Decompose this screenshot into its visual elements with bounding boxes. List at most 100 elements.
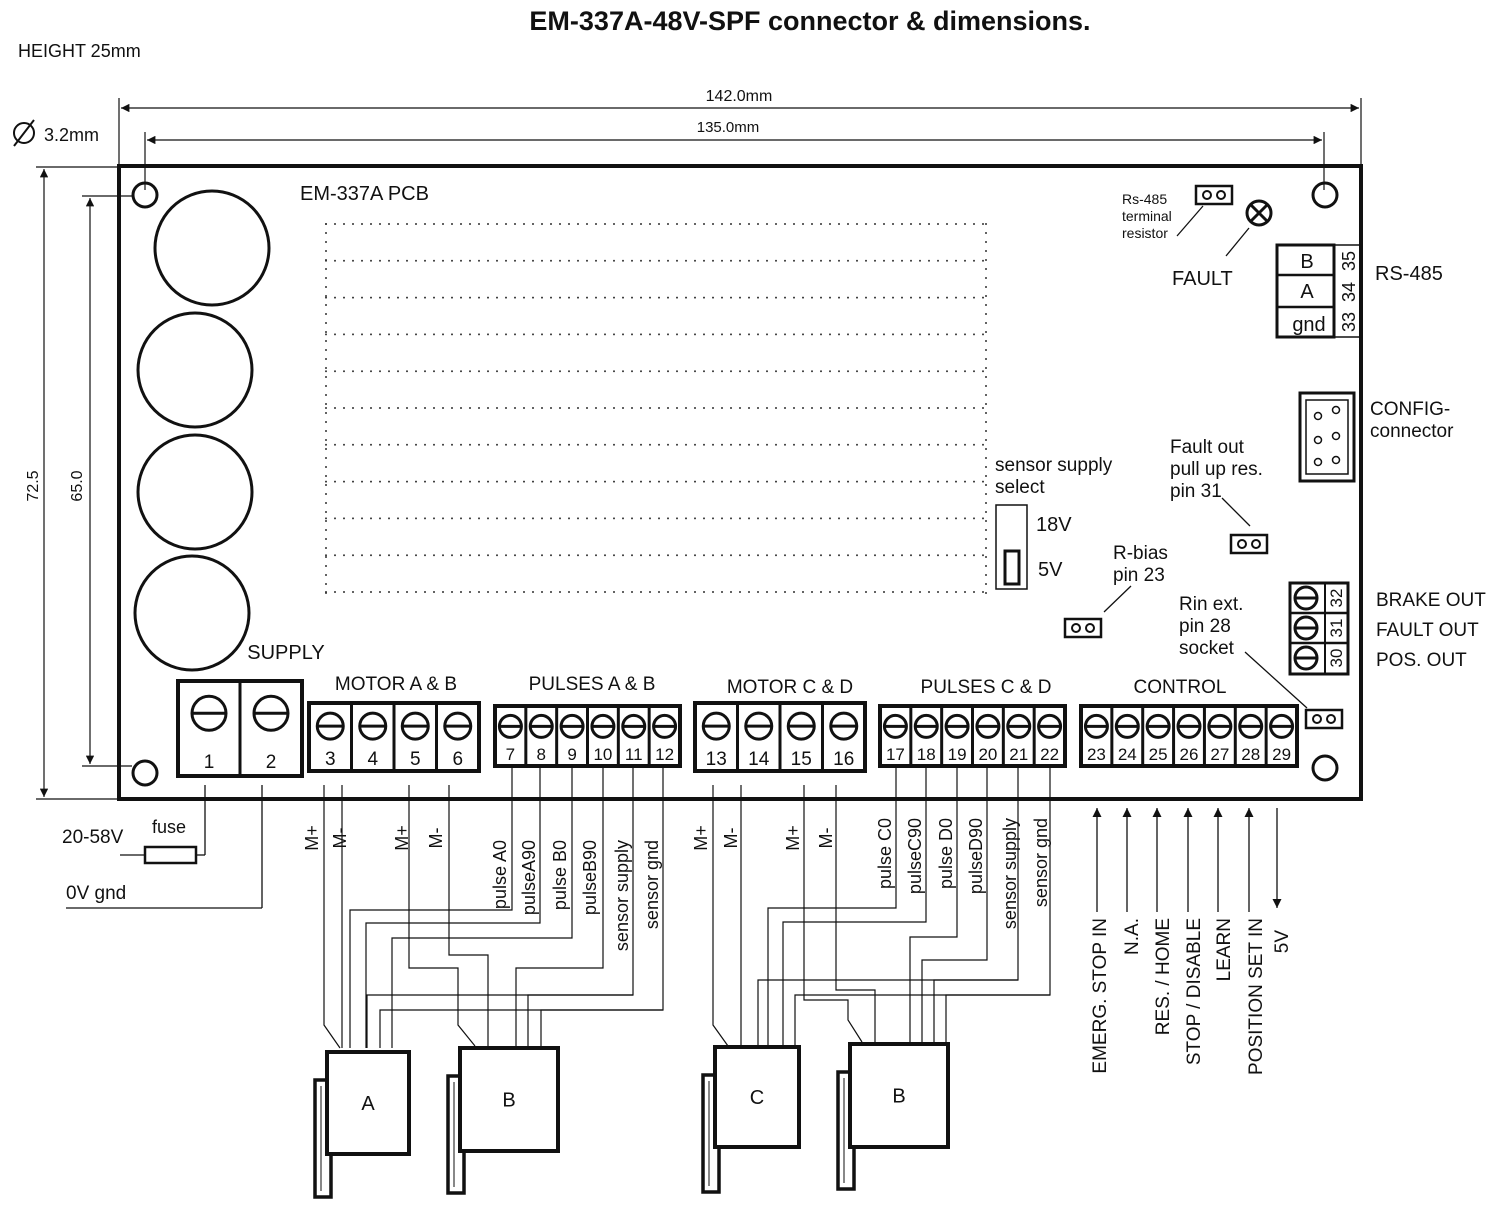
proto-dot (586, 296, 588, 299)
group-control: CONTROL (1134, 677, 1227, 698)
proto-dot (658, 407, 660, 409)
proto-dot (985, 520, 987, 522)
proto-dot (739, 480, 741, 483)
proto-dot (568, 370, 570, 373)
proto-dot (352, 591, 354, 593)
proto-dot (406, 591, 408, 593)
pin-19: 19 (948, 745, 967, 764)
proto-dot (361, 370, 363, 373)
proto-dot (973, 296, 975, 299)
proto-dot (865, 480, 867, 483)
proto-dot (658, 480, 660, 483)
proto-dot (811, 333, 813, 336)
proto-dot (892, 517, 894, 520)
motor-label: C (750, 1087, 764, 1109)
proto-dot (802, 223, 804, 225)
proto-dot (478, 407, 480, 409)
proto-dot (514, 296, 516, 299)
proto-dot (856, 443, 858, 446)
proto-dot (910, 517, 912, 520)
proto-dot (379, 370, 381, 373)
proto-dot (325, 376, 327, 378)
proto-dot (631, 259, 633, 262)
proto-dot (766, 296, 768, 299)
proto-dot (985, 484, 987, 486)
proto-dot (910, 443, 912, 446)
proto-dot (784, 370, 786, 373)
proto-dot (901, 333, 903, 336)
proto-dot (856, 591, 858, 593)
proto-dot (721, 296, 723, 299)
terminal-block-control (1079, 704, 1299, 768)
proto-dot (937, 407, 939, 409)
pin-4: 4 (367, 749, 378, 770)
proto-dot (442, 259, 444, 262)
proto-dot (985, 259, 987, 261)
proto-dot (685, 554, 687, 557)
proto-dot (712, 480, 714, 483)
proto-dot (784, 591, 786, 593)
proto-dot (478, 480, 480, 483)
proto-dot (334, 370, 336, 373)
proto-dot (658, 333, 660, 336)
motor-body (458, 1046, 560, 1153)
proto-dot (985, 547, 987, 549)
proto-dot (973, 554, 975, 557)
proto-dot (982, 407, 984, 409)
proto-dot (982, 554, 984, 557)
proto-dot (985, 304, 987, 306)
proto-dot (721, 259, 723, 262)
sensor-select-label-line2: select (995, 477, 1045, 498)
proto-dot (883, 480, 885, 483)
proto-dot (985, 268, 987, 270)
proto-dot (985, 448, 987, 450)
proto-dot (433, 554, 435, 557)
proto-dot (496, 517, 498, 520)
proto-dot (676, 480, 678, 483)
proto-dot (985, 538, 987, 540)
proto-dot (622, 554, 624, 557)
proto-dot (658, 370, 660, 373)
proto-dot (559, 480, 561, 483)
proto-dot (985, 349, 987, 351)
proto-dot (730, 517, 732, 520)
proto-dot (325, 412, 327, 414)
proto-dot (442, 223, 444, 225)
proto-dot (424, 259, 426, 262)
proto-dot (514, 407, 516, 409)
proto-dot (487, 443, 489, 446)
proto-dot (793, 517, 795, 520)
proto-dot (811, 443, 813, 446)
proto-dot (784, 407, 786, 409)
proto-dot (964, 591, 966, 593)
proto-dot (532, 407, 534, 409)
proto-dot (604, 443, 606, 446)
proto-dot (523, 554, 525, 557)
proto-dot (856, 333, 858, 336)
proto-dot (712, 407, 714, 409)
proto-dot (739, 554, 741, 557)
proto-dot (802, 517, 804, 520)
proto-dot (964, 480, 966, 483)
proto-dot (982, 296, 984, 299)
proto-dot (343, 554, 345, 557)
proto-dot (514, 370, 516, 373)
proto-dot (433, 517, 435, 520)
proto-dot (460, 443, 462, 446)
fault-res-jumper-icon (1229, 533, 1269, 555)
proto-dot (334, 591, 336, 593)
proto-dot (460, 554, 462, 557)
proto-dot (334, 333, 336, 336)
proto-dot (955, 370, 957, 373)
proto-dot (352, 296, 354, 299)
proto-dot (937, 517, 939, 520)
wire-label-motor-ab: M+ (302, 825, 322, 851)
proto-dot (757, 554, 759, 557)
output-pin-31: 31 (1327, 619, 1346, 638)
sensor-select-switch (995, 504, 1028, 590)
proto-dot (865, 296, 867, 299)
proto-dot (415, 443, 417, 446)
capacitors (133, 189, 271, 672)
proto-dot (595, 223, 597, 225)
proto-dot (460, 370, 462, 373)
